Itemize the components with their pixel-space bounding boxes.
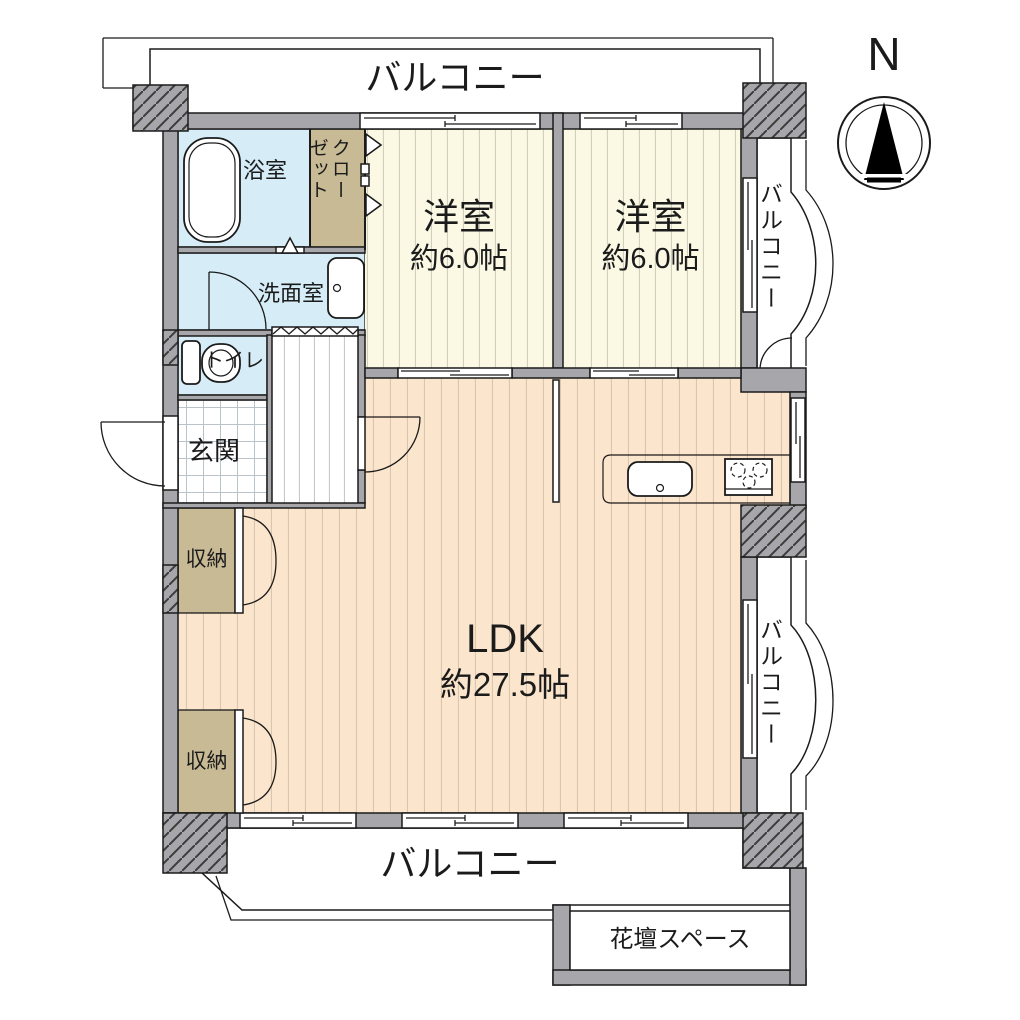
western1-floor: [365, 129, 553, 368]
balcony-right-lower: [756, 556, 834, 814]
western1-label: 洋室 約6.0帖: [409, 196, 509, 276]
washroom-door: [208, 271, 267, 330]
flowerbed-label: 花壇スペース: [609, 926, 751, 953]
washroom-accordion-door: [271, 326, 359, 337]
washroom-label: 洗面室: [258, 281, 325, 306]
balcony-right-upper-label: バルコニー: [756, 182, 783, 312]
storage1-floor: [177, 507, 236, 614]
interior-walls: [162, 112, 742, 509]
kitchen-stove-icon: [724, 458, 773, 496]
balcony-bottom-label: バルコニー: [380, 843, 560, 884]
corridor-floor: [271, 334, 359, 504]
corridor-door: [357, 416, 421, 473]
entrance-label: 玄関: [188, 436, 241, 466]
flowerbed-space: [552, 867, 807, 986]
toilet-label: トイレ: [204, 350, 264, 372]
bath-door-marker: [275, 236, 305, 254]
compass-icon: [837, 96, 931, 190]
western2-floor: [563, 129, 741, 368]
storage2-floor: [177, 709, 236, 814]
bath-label: 浴室: [243, 158, 288, 183]
bathtub-icon: [183, 137, 241, 243]
closet-label: クロー ゼット: [306, 138, 350, 201]
pillars: [132, 82, 807, 874]
storage1-doors: [234, 507, 277, 614]
windows: [239, 112, 806, 829]
storage1-label: 収納: [185, 548, 228, 571]
balcony-right-lower-label: バルコニー: [756, 618, 783, 748]
ldk-label: LDK 約27.5帖: [439, 617, 571, 703]
kitchen-counter: [602, 454, 791, 504]
storage2-label: 収納: [185, 750, 228, 773]
balcony-top-label: バルコニー: [365, 57, 545, 98]
closet-door-markers: [360, 132, 383, 218]
balcony-right-upper: [756, 137, 834, 371]
balcony-top: [102, 37, 774, 116]
kitchen-sink-icon: [627, 461, 693, 497]
washbasin-icon: [327, 257, 365, 319]
entrance-floor: [177, 399, 268, 504]
compass-north-label: N: [867, 28, 901, 80]
entrance-door: [100, 415, 179, 491]
western2-label: 洋室 約6.0帖: [601, 196, 700, 276]
toilet-icon: [181, 340, 241, 385]
storage2-doors: [234, 709, 277, 814]
